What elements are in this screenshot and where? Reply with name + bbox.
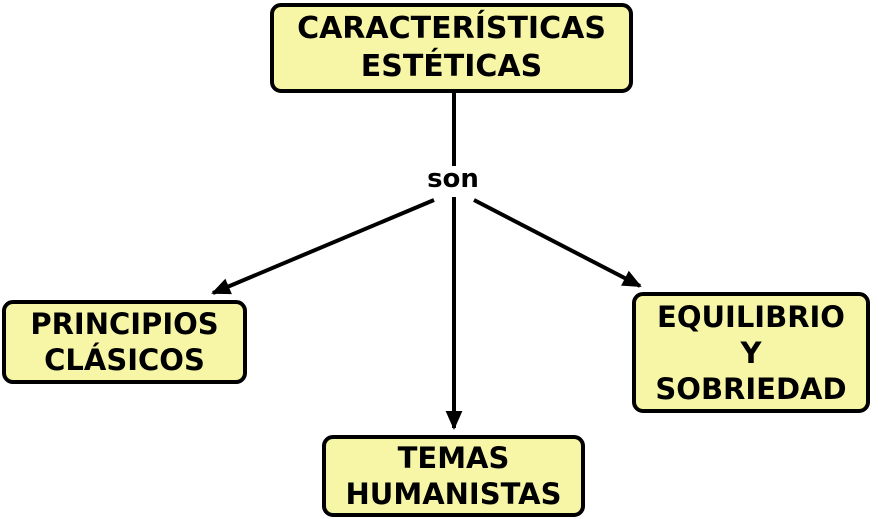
concept-node-label: CARACTERÍSTICAS ESTÉTICAS bbox=[297, 11, 606, 84]
concept-node-label: PRINCIPIOS CLÁSICOS bbox=[30, 307, 219, 377]
connector-link-to-principios-arrow bbox=[211, 198, 435, 295]
concept-node-label: TEMAS HUMANISTAS bbox=[345, 441, 562, 511]
connector-link-to-equilibrio-arrow bbox=[473, 198, 642, 288]
concept-node-equilibrio-y-sobriedad[interactable]: EQUILIBRIO Y SOBRIEDAD bbox=[632, 292, 870, 413]
concept-node-caracteristicas-esteticas[interactable]: CARACTERÍSTICAS ESTÉTICAS bbox=[270, 3, 633, 93]
link-label-son[interactable]: son bbox=[427, 164, 479, 194]
concept-node-principios-clasicos[interactable]: PRINCIPIOS CLÁSICOS bbox=[2, 300, 247, 384]
concept-node-temas-humanistas[interactable]: TEMAS HUMANISTAS bbox=[322, 435, 585, 517]
concept-node-label: EQUILIBRIO Y SOBRIEDAD bbox=[655, 299, 847, 406]
